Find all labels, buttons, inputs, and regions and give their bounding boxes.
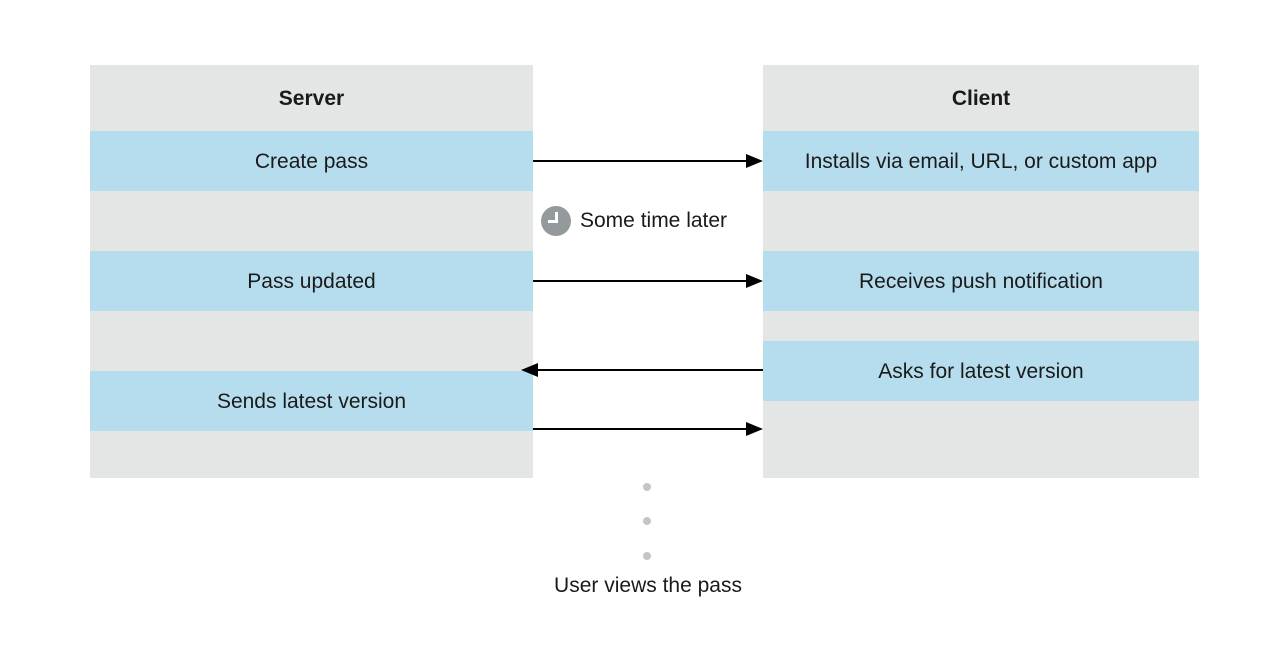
server-header-band: Server — [90, 65, 533, 131]
diagram-caption: User views the pass — [554, 574, 742, 597]
server-row-label: Sends latest version — [216, 389, 407, 413]
arrow-asks-latest-version-to-server — [521, 363, 763, 377]
ellipsis-dot — [643, 517, 651, 525]
clock-hand-vertical — [555, 212, 559, 222]
server-row-label: Create pass — [254, 149, 369, 173]
ellipsis-dot — [643, 483, 651, 491]
clock-hand-horizontal — [547, 219, 558, 223]
client-row-asks-latest-version: Asks for latest version — [763, 341, 1199, 401]
server-row-pass-updated: Pass updated — [90, 251, 533, 311]
arrow-shaft — [533, 160, 746, 163]
arrow-shaft — [538, 369, 763, 372]
arrow-create-pass-to-client — [533, 154, 763, 168]
arrow-pass-updated-to-client — [533, 274, 763, 288]
arrow-shaft — [533, 428, 746, 431]
ellipsis-dot — [643, 552, 651, 560]
server-row-create-pass: Create pass — [90, 131, 533, 191]
arrow-head-right-icon — [746, 154, 763, 168]
server-row-spacer-3 — [90, 431, 533, 478]
client-header-band: Client — [763, 65, 1199, 131]
client-row-label: Installs via email, URL, or custom app — [804, 149, 1158, 173]
server-row-spacer-1 — [90, 191, 533, 251]
client-row-installs: Installs via email, URL, or custom app — [763, 131, 1199, 191]
time-gap-annotation: Some time later — [541, 206, 727, 236]
client-header-label: Client — [951, 86, 1011, 110]
arrow-shaft — [533, 280, 746, 283]
arrow-head-left-icon — [521, 363, 538, 377]
server-row-spacer-2 — [90, 311, 533, 371]
time-gap-label: Some time later — [580, 209, 728, 232]
client-row-spacer-1 — [763, 191, 1199, 251]
client-row-spacer-3 — [763, 401, 1199, 478]
client-row-receives-push: Receives push notification — [763, 251, 1199, 311]
client-row-spacer-2 — [763, 311, 1199, 341]
server-row-label: Pass updated — [247, 269, 376, 293]
client-row-label: Receives push notification — [859, 269, 1103, 293]
arrow-head-right-icon — [746, 422, 763, 436]
server-row-sends-latest-version: Sends latest version — [90, 371, 533, 431]
arrow-head-right-icon — [746, 274, 763, 288]
arrow-sends-latest-version-to-client — [533, 422, 763, 436]
client-row-label: Asks for latest version — [878, 359, 1084, 383]
server-header-label: Server — [278, 86, 345, 110]
clock-icon — [541, 206, 571, 236]
